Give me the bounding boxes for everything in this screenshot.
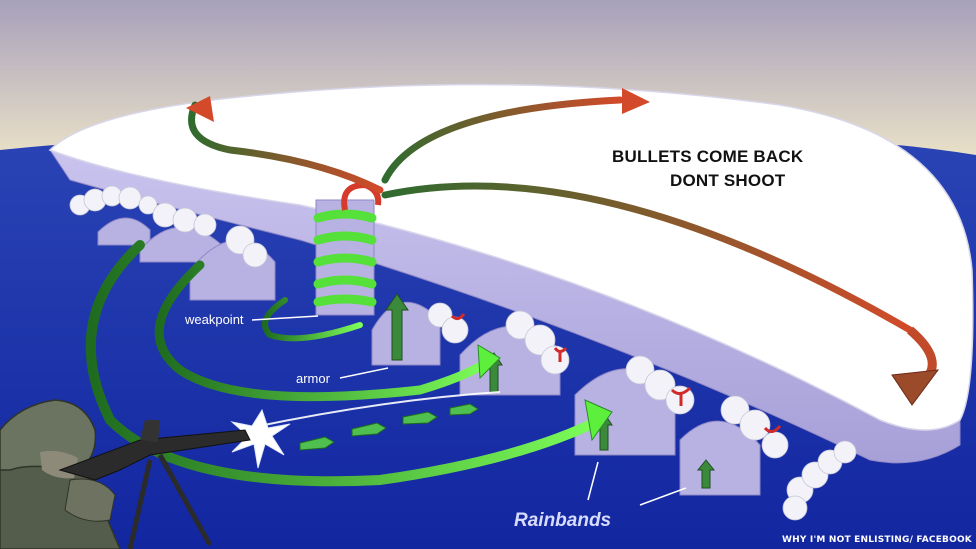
tracer-line (239, 391, 501, 431)
muzzle-flash-icon (230, 408, 291, 469)
bullet-icon (299, 436, 335, 451)
credit-text: WHY I'M NOT ENLISTING/ FACEBOOK (781, 535, 972, 545)
bullet-icon (351, 422, 387, 437)
caption-line-1: BULLETS COME BACK (612, 147, 804, 166)
soldier-figure (0, 399, 251, 549)
label-rainbands: Rainbands (514, 510, 612, 531)
bullets (299, 403, 479, 451)
bullet-icon (402, 411, 438, 425)
outflow-arrowheads (186, 88, 650, 122)
bullet-icon (449, 403, 479, 416)
cumulus-clouds (69, 185, 857, 521)
inflow-arrows (85, 240, 605, 487)
outflow-arrows (188, 96, 914, 334)
inflow-arrowheads (477, 344, 613, 442)
label-armor: armor (296, 371, 330, 386)
caption-line-2: DONT SHOOT (670, 171, 786, 190)
spiral-arrow-icon (313, 209, 377, 307)
label-pointers (251, 315, 687, 506)
cloud-arches (97, 217, 761, 496)
label-weakpoint: weakpoint (185, 312, 244, 327)
updraft-marks (450, 313, 782, 433)
return-arrowhead (891, 369, 940, 406)
